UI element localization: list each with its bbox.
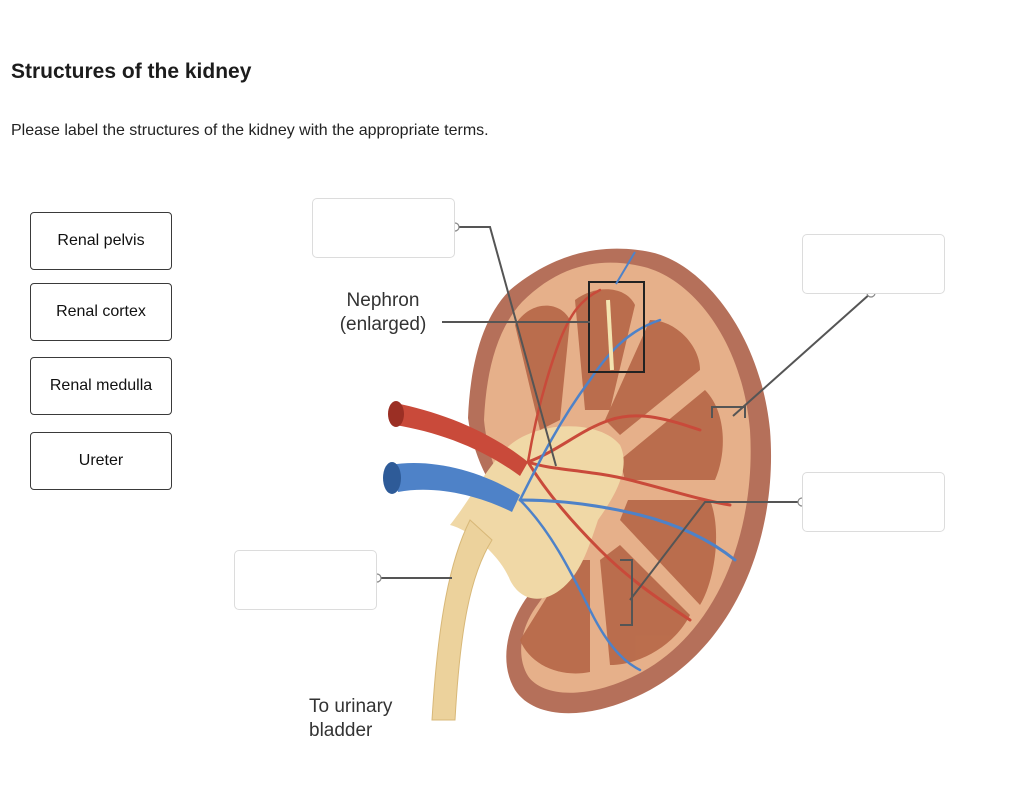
drop-target-bottom-left[interactable]: [234, 550, 377, 610]
nephron-label: Nephron (enlarged): [330, 289, 436, 337]
drop-target-middle-right[interactable]: [802, 472, 945, 532]
vessel-branches: [518, 288, 737, 672]
page-title: Structures of the kidney: [11, 60, 252, 83]
nephron-label-line2: (enlarged): [339, 314, 427, 335]
term-renal-medulla[interactable]: Renal medulla: [30, 357, 172, 415]
nephron-label-line1: Nephron: [346, 290, 420, 311]
bladder-label: To urinary bladder: [309, 695, 392, 743]
term-ureter[interactable]: Ureter: [30, 432, 172, 490]
bladder-label-line2: bladder: [309, 720, 373, 741]
renal-pelvis-region: [450, 426, 624, 599]
ureter-tube: [431, 519, 493, 721]
renal-vein: [390, 463, 520, 512]
bladder-label-line1: To urinary: [309, 696, 393, 717]
renal-artery: [395, 403, 528, 476]
term-renal-cortex[interactable]: Renal cortex: [30, 283, 172, 341]
leader-lines: [377, 226, 872, 626]
drop-target-top-right[interactable]: [802, 234, 945, 294]
term-renal-pelvis[interactable]: Renal pelvis: [30, 212, 172, 270]
drop-target-top-left[interactable]: [312, 198, 455, 258]
instructions-text: Please label the structures of the kidne…: [11, 122, 489, 139]
